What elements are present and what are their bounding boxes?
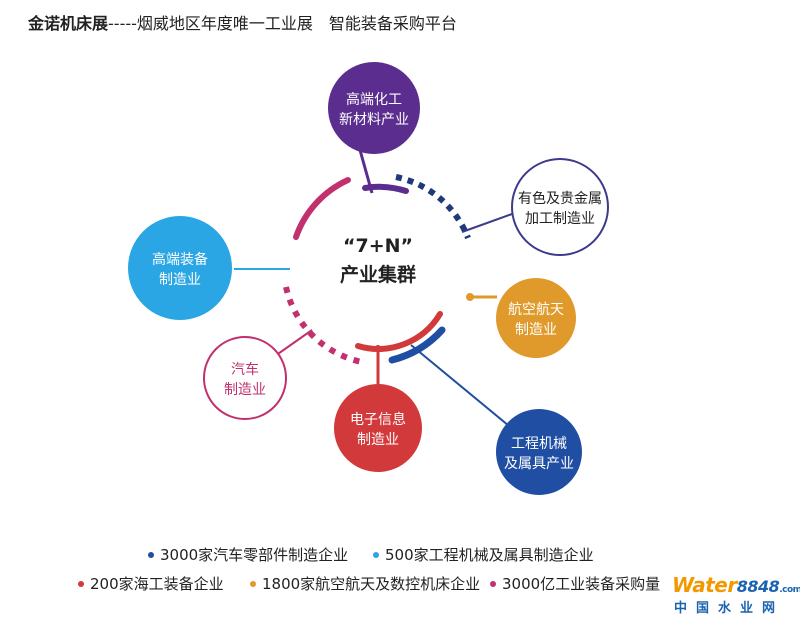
node-metal: 有色及贵金属 加工制造业 — [511, 158, 609, 256]
node-aero: 航空航天 制造业 — [496, 278, 576, 358]
legend-dot-icon — [148, 551, 154, 558]
legend-item-label: 200家海工装备企业 — [90, 575, 224, 593]
legend-item-label: 3000家汽车零部件制造企业 — [160, 546, 349, 564]
node-equip-line1: 高端装备 — [152, 251, 208, 268]
connector-auto — [274, 329, 313, 357]
ring-arc-magenta — [293, 177, 351, 240]
watermark-number: 8848 — [736, 577, 780, 596]
node-machinery-line1: 工程机械 — [511, 436, 567, 452]
node-electronics-line2: 制造业 — [357, 432, 399, 448]
watermark-wordmark: Water8848.com — [672, 573, 800, 597]
node-machinery-line2: 及属具产业 — [504, 456, 574, 472]
node-equip: 高端装备 制造业 — [128, 216, 232, 320]
connector-metal — [461, 213, 513, 233]
ring-arc-blue — [388, 326, 446, 364]
ring-arc-magenta-dashed — [283, 286, 363, 365]
node-chem-line2: 新材料产业 — [339, 112, 409, 128]
node-chem: 高端化工 新材料产业 — [328, 62, 420, 154]
legend-item-marine: 200家海工装备企业 — [78, 573, 224, 594]
node-aero-line2: 制造业 — [515, 322, 557, 338]
node-metal-line1: 有色及贵金属 — [518, 190, 602, 207]
center-label-line1: “7+N” — [343, 235, 413, 257]
page-title-brand: 金诺机床展 — [28, 14, 109, 33]
watermark-domain: .com — [779, 585, 800, 595]
node-auto: 汽车 制造业 — [203, 336, 287, 420]
legend-dot-icon — [250, 580, 256, 587]
legend-item-label: 3000亿工业装备采购量 — [502, 575, 661, 593]
legend-dot-icon — [373, 551, 379, 558]
node-auto-line1: 汽车 — [231, 361, 259, 378]
node-chem-line1: 高端化工 — [346, 91, 402, 108]
node-machinery: 工程机械 及属具产业 — [496, 409, 582, 495]
node-electronics-line1: 电子信息 — [350, 411, 406, 428]
watermark-subtitle: 中国水业网 — [674, 601, 785, 616]
center-label-line2: 产业集群 — [340, 263, 416, 286]
page-title-tagline: -----烟威地区年度唯一工业展 智能装备采购平台 — [108, 14, 457, 33]
ring-arc-purple — [362, 183, 409, 194]
node-auto-line2: 制造业 — [224, 382, 266, 398]
node-metal-line2: 加工制造业 — [525, 211, 595, 227]
watermark-word: Water — [672, 573, 737, 597]
ring-dot-orange — [466, 293, 474, 301]
page-title: 金诺机床展-----烟威地区年度唯一工业展 智能装备采购平台 — [28, 10, 457, 34]
node-aero-line1: 航空航天 — [508, 302, 564, 318]
legend-item-label: 500家工程机械及属具制造企业 — [385, 546, 594, 564]
node-equip-line2: 制造业 — [159, 272, 201, 288]
legend-item-label: 1800家航空航天及数控机床企业 — [262, 575, 481, 593]
legend-dot-icon — [78, 580, 84, 587]
legend-item-auto-parts: 3000家汽车零部件制造企业 — [148, 544, 348, 565]
ring-arc-navy-dashed — [395, 174, 471, 240]
ring-arc-red — [355, 311, 443, 352]
node-electronics: 电子信息 制造业 — [334, 384, 422, 472]
legend-item-machinery: 500家工程机械及属具制造企业 — [373, 544, 594, 565]
legend-item-aero: 1800家航空航天及数控机床企业 — [250, 573, 480, 594]
legend-dot-icon — [490, 580, 496, 587]
watermark-logo: Water8848.com 中国水业网 — [672, 573, 800, 616]
legend-item-procurement: 3000亿工业装备采购量 — [490, 573, 660, 594]
